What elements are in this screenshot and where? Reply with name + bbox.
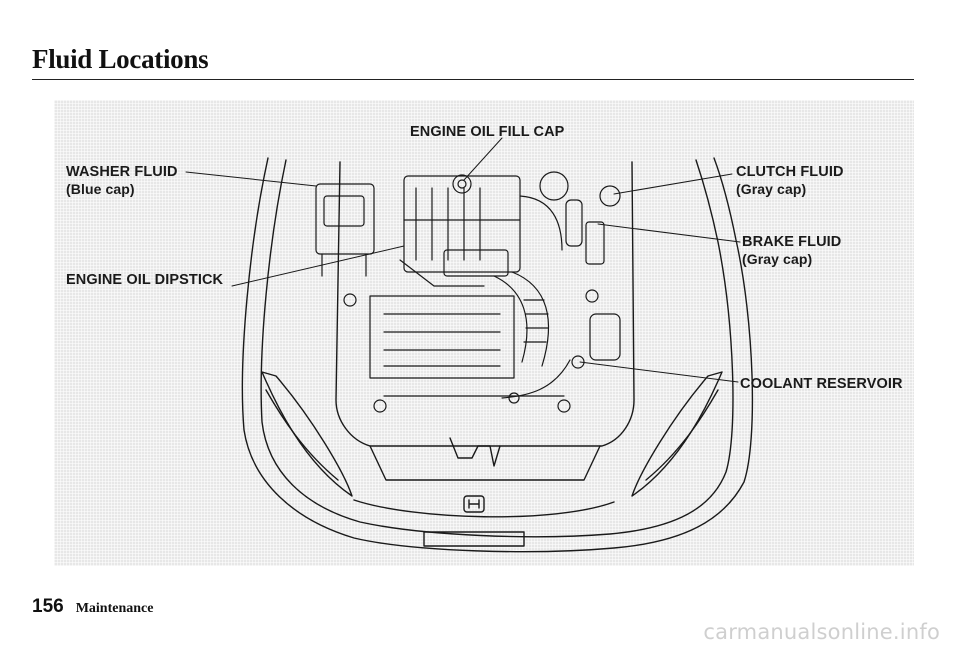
- callout-label: BRAKE FLUID: [742, 234, 842, 250]
- callout-coolant-reservoir: COOLANT RESERVOIR: [740, 376, 903, 393]
- page-title: Fluid Locations: [32, 44, 209, 74]
- watermark-text: carmanualsonline.info: [703, 620, 940, 644]
- callout-label: ENGINE OIL FILL CAP: [410, 124, 565, 140]
- callout-sublabel: (Gray cap): [742, 251, 813, 267]
- page-footer: 156 Maintenance: [32, 596, 153, 618]
- honda-badge: [463, 495, 485, 513]
- car-body-outline: [241, 157, 754, 553]
- leader-washer-fluid: [185, 171, 317, 187]
- callout-engine-oil-dipstick: ENGINE OIL DIPSTICK: [66, 272, 223, 289]
- title-divider: [32, 79, 914, 80]
- callout-label: ENGINE OIL DIPSTICK: [66, 272, 224, 288]
- callout-label: WASHER FLUID: [66, 164, 178, 180]
- front-bumper: [353, 445, 615, 547]
- headlights: [261, 371, 723, 497]
- section-name: Maintenance: [75, 601, 154, 616]
- callout-sublabel: (Gray cap): [736, 181, 807, 197]
- leader-lines: [185, 137, 741, 383]
- page-number: 156: [32, 596, 64, 617]
- callout-engine-oil-fill-cap: ENGINE OIL FILL CAP: [410, 124, 564, 141]
- leader-coolant-reservoir: [579, 361, 739, 383]
- callout-brake-fluid: BRAKE FLUID (Gray cap): [742, 234, 841, 268]
- callout-washer-fluid: WASHER FLUID (Blue cap): [66, 164, 178, 198]
- leader-engine-oil-dipstick: [231, 245, 405, 287]
- engine-bay-drawing: [185, 137, 754, 553]
- engine-bay-illustration: ENGINE OIL FILL CAP WASHER FLUID (Blue c…: [54, 100, 914, 566]
- leader-engine-oil-fill-cap: [463, 137, 503, 181]
- hood-latch: [449, 437, 501, 467]
- callout-label: CLUTCH FLUID: [736, 164, 844, 180]
- callout-sublabel: (Blue cap): [66, 181, 135, 197]
- leader-brake-fluid: [597, 223, 741, 243]
- leader-clutch-fluid: [613, 173, 733, 195]
- callout-label: COOLANT RESERVOIR: [740, 376, 903, 392]
- callout-clutch-fluid: CLUTCH FLUID (Gray cap): [736, 164, 844, 198]
- engine-components: [315, 171, 621, 413]
